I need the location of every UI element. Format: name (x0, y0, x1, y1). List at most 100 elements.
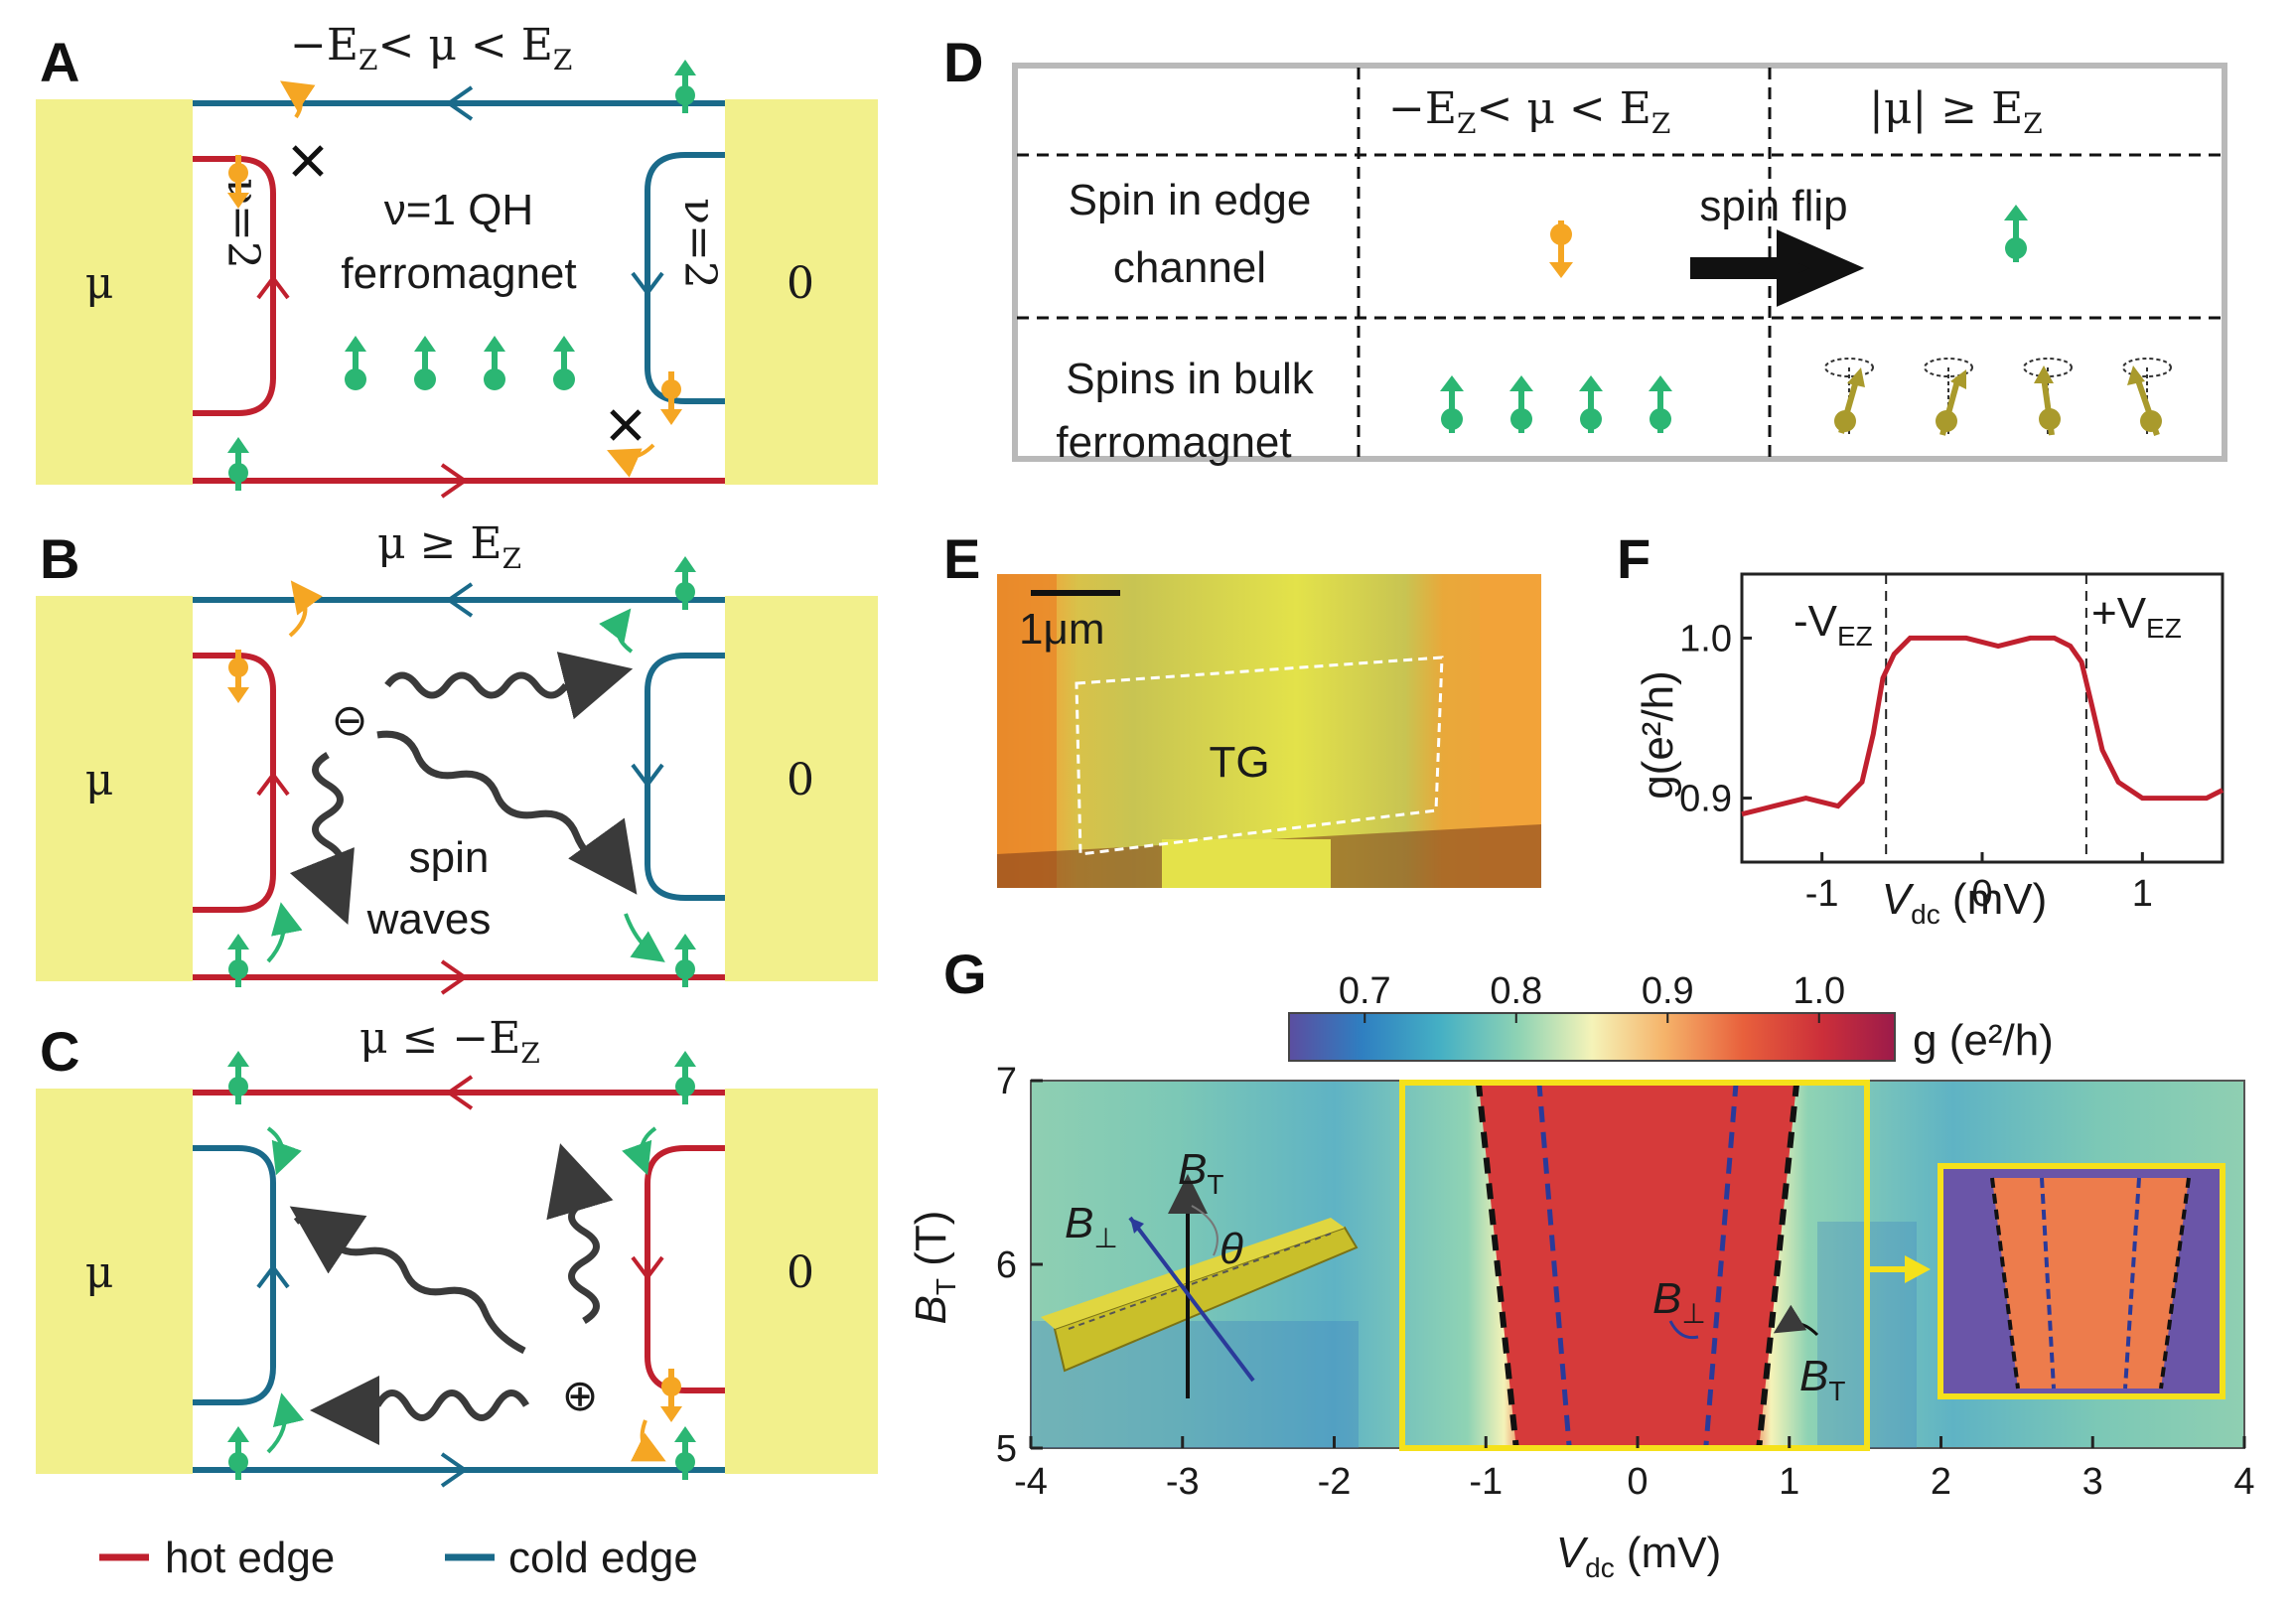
panel-c-title: μ ≤ −EZ (359, 1013, 540, 1070)
x-mark-bottom (610, 409, 642, 441)
y-tick-label: 7 (996, 1061, 1017, 1102)
colorbar-label: g (e²/h) (1913, 1016, 2054, 1065)
spin-up-icon (674, 1426, 696, 1480)
left-edge-hot (193, 653, 276, 913)
panel-g-ylabel: BT (T) (907, 1211, 961, 1325)
x-tick-label: -4 (1014, 1461, 1048, 1503)
spin-up-icon (227, 437, 249, 491)
y-tick-label: 0.9 (1679, 779, 1732, 820)
right-contact (725, 99, 878, 485)
bperp-boundary-line (1536, 1080, 1572, 1449)
right-contact-label: 0 (787, 258, 814, 309)
spin-up-icon (227, 1426, 249, 1480)
right-edge-cold (645, 653, 725, 901)
left-nu2-edge (193, 156, 276, 416)
row-header-1-line-2: channel (1113, 243, 1266, 292)
spin-wave-arrowhead (289, 1206, 367, 1274)
spin-up-icon (2004, 205, 2028, 262)
spin-up-icon (674, 556, 696, 610)
bulk-label-2: ferromagnet (341, 249, 576, 298)
bulk-label-1: ν=1 QH (384, 186, 533, 234)
right-contact-label: 0 (787, 755, 814, 805)
spin-wave-arrowhead (546, 1143, 614, 1221)
panel-f-letter: F (1617, 527, 1650, 590)
panel-b-title: μ ≥ EZ (377, 518, 521, 575)
spin-waves-label-1: spin (409, 833, 490, 882)
spin-down-icon (660, 371, 682, 425)
spin-flip-arrow (266, 902, 303, 963)
annotation-minus-vez: -VEZ (1794, 597, 1873, 652)
conductance-trace (1741, 635, 2224, 817)
left-contact (36, 596, 193, 981)
right-contact (725, 1089, 878, 1474)
left-contact-label: μ (85, 755, 114, 805)
spin-wave-arrow (373, 1389, 530, 1421)
scatter-arrow-bottom (607, 443, 655, 478)
bperp-arrow (1128, 1216, 1255, 1383)
top-edge-arrow (445, 582, 474, 618)
bottom-edge-arrow (440, 463, 469, 499)
right-contact (725, 596, 878, 981)
x-tick-label: 0 (1971, 873, 1992, 915)
spin-down-icon (1549, 220, 1573, 278)
colorbar-tick-label: 0.7 (1339, 970, 1391, 1012)
panel-f-ylabel: g(e²/h) (1634, 670, 1682, 800)
spin-flip-arrow (288, 580, 323, 638)
bt-boundary-label: BT (1799, 1352, 1845, 1406)
left-edge-arrow (256, 771, 290, 797)
spin-flip-arrow (622, 1126, 657, 1176)
x-tick-label: -2 (1318, 1461, 1352, 1503)
bulk-spin-up-icon (484, 336, 505, 390)
left-contact (36, 1089, 193, 1474)
precessing-spin-icon (1924, 358, 1973, 437)
bulk-spin-up-icon (1649, 375, 1672, 433)
spin-flip-label: spin flip (1699, 182, 1847, 230)
spin-flip-arrow-icon (1690, 229, 1865, 307)
spin-up-icon (674, 60, 696, 113)
y-tick-label: 1.0 (1679, 618, 1732, 659)
defect-symbol: ⊖ (332, 696, 368, 745)
panel-c: C μ ≤ −EZ μ 0 ⊕ (36, 1013, 878, 1488)
bperp-boundary-line (1703, 1080, 1739, 1449)
right-edge-hot (645, 1145, 725, 1393)
x-tick-label: -1 (1469, 1461, 1503, 1503)
bulk-spin-up-icon (414, 336, 436, 390)
spin-down-icon (227, 650, 249, 703)
left-edge-arrow (256, 274, 290, 300)
field-geometry-sketch: BT B⊥ θ (1041, 1145, 1359, 1398)
spin-wave-arrow (293, 1212, 526, 1355)
legend-cold-label: cold edge (508, 1534, 698, 1582)
spin-up-icon (674, 934, 696, 987)
spin-up-icon (227, 934, 249, 987)
top-gate-outline (1075, 656, 1444, 856)
row-header-1-line-1: Spin in edge (1069, 176, 1312, 224)
row-header-2-line-1: Spins in bulk (1066, 355, 1314, 403)
right-contact-label: 0 (787, 1247, 814, 1298)
top-gate-label: TG (1209, 738, 1269, 787)
panel-g-xlabel: Vdc (mV) (1556, 1529, 1721, 1583)
spin-wave-arrowhead (568, 817, 638, 895)
left-contact-label: μ (85, 258, 114, 309)
x-tick-label: 4 (2233, 1461, 2254, 1503)
right-edge-arrow (631, 1255, 664, 1281)
x-tick-label: 1 (2132, 873, 2153, 915)
bulk-spin-up-icon (1579, 375, 1603, 433)
bulk-spin-up-icon (1440, 375, 1464, 433)
panel-b: B μ ≥ EZ μ 0 ⊖ spin waves (36, 518, 878, 995)
left-edge-cold (193, 1145, 276, 1405)
bottom-edge-arrow (440, 1452, 469, 1488)
inset-theta-label: θ (1220, 1225, 1243, 1273)
bt-boundary-line (1475, 1080, 1519, 1449)
colorbar-tick-label: 0.9 (1642, 970, 1694, 1012)
defect-symbol: ⊕ (562, 1372, 599, 1420)
colorbar (1288, 1012, 1896, 1062)
spin-flip-arrow (599, 608, 634, 654)
spin-flip-arrow (624, 913, 665, 962)
plateau-region (1478, 1081, 1797, 1448)
spin-waves-label-2: waves (366, 895, 492, 944)
spin-down-icon (660, 1369, 682, 1422)
spin-table-frame (1012, 63, 2227, 462)
